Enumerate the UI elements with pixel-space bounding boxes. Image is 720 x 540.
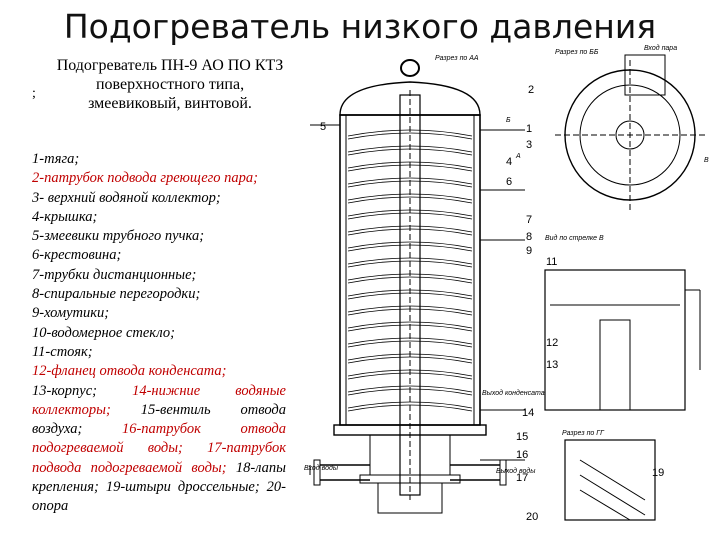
condensate-out-label: Выход конденсата [482,389,545,397]
letter-a-label: А [515,153,521,160]
coil-line [347,385,473,393]
coil-line [347,196,473,204]
drawing-number-9: 9 [526,245,532,257]
coil-line [347,180,473,188]
subtitle-line-3: змеевиковый, винтовой. [88,95,252,112]
coil-line [347,289,473,297]
legend-item-9: 9-хомутики; [32,305,110,322]
steam-inlet-nozzle [624,54,666,96]
section-aa-label: Разрез по АА [435,55,479,62]
drawing-number-1: 1 [526,123,532,135]
legend-item-7: 7-трубки дистанционные; [32,266,197,283]
section-gg-body [564,439,656,521]
coil-line [347,308,473,316]
coil-line [347,257,473,265]
legend-item-17: 17-патрубок подвода подогреваемой воды; [32,440,286,476]
drawing-number-20: 20 [526,511,538,523]
subtitle-line-1: Подогреватель ПН-9 АО ПО КТЗ [56,57,284,74]
view-b-body [544,269,686,411]
legend-paragraph: 13-корпус; 14-нижние водяные коллекторы;… [32,382,286,517]
coil-line [347,292,473,300]
subtitle-line-2: поверхностного типа, [95,76,245,93]
drawing-number-5: 5 [320,121,326,133]
legend-item-8: 8-спиральные перегородки; [32,286,201,303]
drawing-number-4: 4 [506,156,512,168]
water-in-label: Вход воды [304,464,339,472]
coil-line [347,404,473,412]
coil-line [347,337,473,345]
water-out-label: Выход воды [496,467,536,475]
legend-item-6: 6-крестовина; [32,247,122,264]
coil-line [347,161,473,169]
drawing-number-3: 3 [526,139,532,151]
steam-inlet-label: Вход пара [644,44,677,52]
heater-technical-drawing: 2 1 3 4 5 6 7 8 9 11 12 13 14 15 16 17 1… [304,44,709,523]
coil-line [347,228,473,236]
lifting-eye [400,59,420,77]
legend-item-10: 10-водомерное стекло; [32,324,175,341]
coil-line [347,145,473,153]
legend-item-14: 14-нижние водяные коллекторы; [32,382,286,418]
letter-b-label: Б [506,117,511,124]
letter-v-label: В [704,157,709,164]
coil-line [347,225,473,233]
section-bb-label: Разрез по ББ [555,49,599,56]
drawing-number-17: 17 [516,472,528,484]
coil-line [347,164,473,172]
coil-line [347,388,473,396]
legend: 1-тяга; 2-патрубок подвода греющего пара… [32,150,286,517]
legend-item-13: 13-корпус; [32,382,98,399]
legend-item-19-20: 19-штыри дроссельные; 20-опора [32,479,286,515]
coil-line [347,401,473,409]
coil-line [347,321,473,329]
coil-line [347,148,473,156]
coil-line [347,209,473,217]
legend-item-12: 12-фланец отвода конденсата; [32,363,227,380]
coil-line [347,193,473,201]
legend-item-5: 5-змеевики трубного пучка; [32,228,205,245]
coil-line [347,276,473,284]
coil-line [347,273,473,281]
legend-item-3: 3- верхний водяной коллектор; [32,189,221,206]
top-cover [339,81,481,116]
coil-line [347,353,473,361]
legend-item-18: 18-лапы крепления; [32,459,286,496]
support-leg [377,482,443,514]
coil-line [347,340,473,348]
coil-line [347,372,473,380]
drawing-number-7: 7 [526,214,532,226]
section-gg-label: Разрез по ГГ [562,430,605,437]
coil-line [347,260,473,268]
legend-item-16: 16-патрубок отвода подогреваемой воды; [32,421,286,457]
drawing-number-12: 12 [546,337,558,349]
coil-line [347,369,473,377]
drawing-number-11: 11 [546,256,557,268]
page-title: Подогреватель низкого давления [63,7,657,46]
legend-item-15: 15-вентиль отвода воздуха; [32,401,286,438]
drawing-number-14: 14 [522,407,534,419]
stray-mark: ; [32,86,36,101]
legend-item-11: 11-стояк; [32,343,93,360]
subtitle: Подогреватель ПН-9 АО ПО КТЗ поверхностн… [30,56,310,113]
coil-line [347,132,473,140]
drawing-number-19: 19 [652,467,664,479]
legend-item-4: 4-крышка; [32,208,98,225]
coil-line [347,241,473,249]
legend-item-1: 1-тяга; [32,151,80,167]
coil-line [347,129,473,137]
coil-line [347,356,473,364]
drawing-number-13: 13 [546,359,558,371]
drawing-number-16: 16 [516,449,528,461]
drawing-number-15: 15 [516,431,528,443]
drawing-number-6: 6 [506,176,512,188]
drawing-number-8: 8 [526,231,532,243]
coil-line [347,212,473,220]
coil-line [347,305,473,313]
coil-line [347,324,473,332]
coil-line [347,244,473,252]
drawing-number-2: 2 [528,84,534,96]
legend-item-2: 2-патрубок подвода греющего пара; [32,170,258,187]
coil-line [347,177,473,185]
view-v-label: Вид по стрелке В [545,234,604,242]
